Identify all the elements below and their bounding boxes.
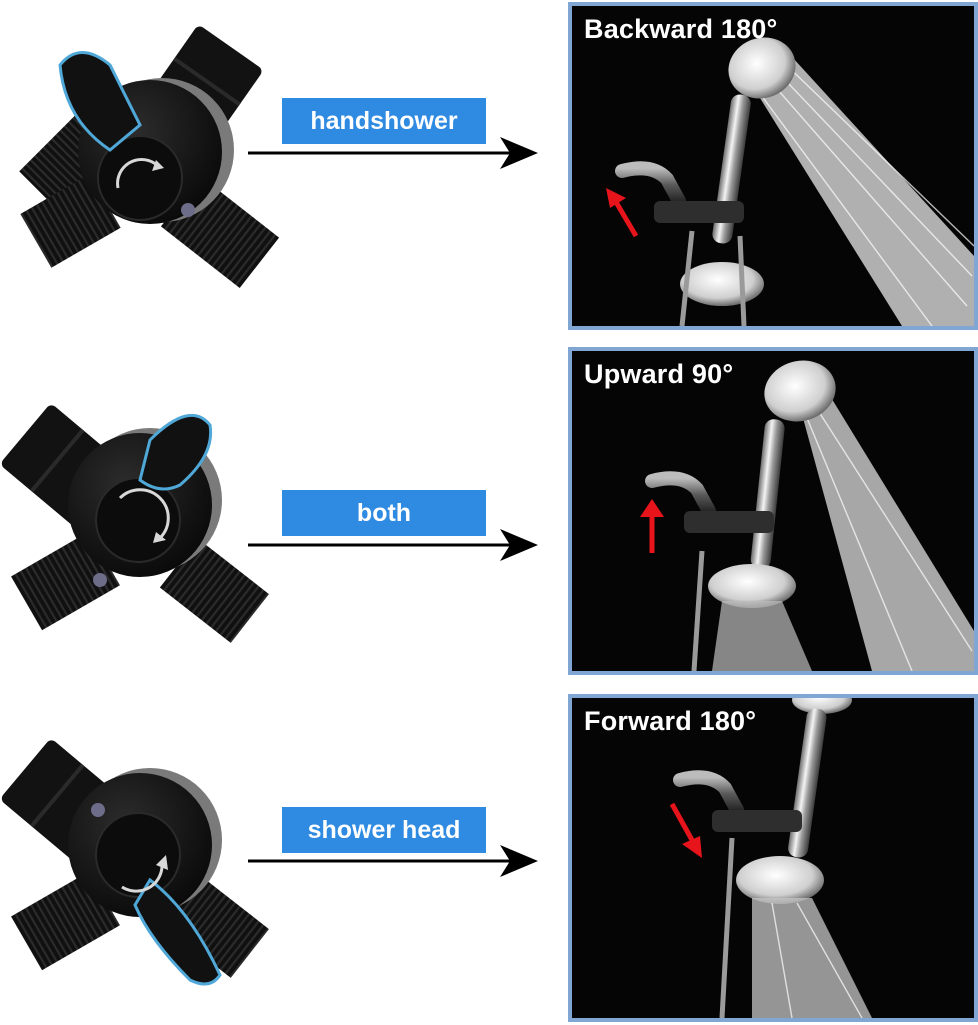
- arrow-right-icon: [248, 845, 538, 877]
- direction-arrow-down-right-icon: [669, 802, 702, 858]
- shower-photo-icon: [645, 360, 974, 671]
- mode-label: both: [282, 490, 486, 536]
- panel-title: Forward 180°: [584, 706, 757, 736]
- direction-arrow-up-icon: [640, 499, 664, 553]
- photo-panel-backward: Backward 180°: [568, 2, 978, 330]
- panel-title: Backward 180°: [584, 14, 778, 44]
- direction-arrow-up-left-icon: [606, 188, 639, 238]
- photo-panel-forward: Forward 180°: [568, 694, 978, 1022]
- mode-row-handshower: handshower Backward 180°: [0, 0, 978, 340]
- arrow-right-icon: [248, 529, 538, 561]
- panel-title: Upward 90°: [584, 359, 734, 389]
- mode-row-shower-head: shower head Forward 180°: [0, 685, 978, 1024]
- diverter-valve-icon: [19, 26, 280, 288]
- shower-photo-icon: [615, 37, 974, 326]
- mode-row-both: both Upward 90°: [0, 340, 978, 685]
- photo-panel-upward: Upward 90°: [568, 347, 978, 675]
- shower-photo-icon: [673, 698, 872, 1018]
- diverter-valve-icon: [1, 740, 269, 986]
- mode-label: handshower: [282, 98, 486, 144]
- diverter-valve-icon: [1, 405, 269, 643]
- mode-label: shower head: [282, 807, 486, 853]
- arrow-right-icon: [248, 137, 538, 169]
